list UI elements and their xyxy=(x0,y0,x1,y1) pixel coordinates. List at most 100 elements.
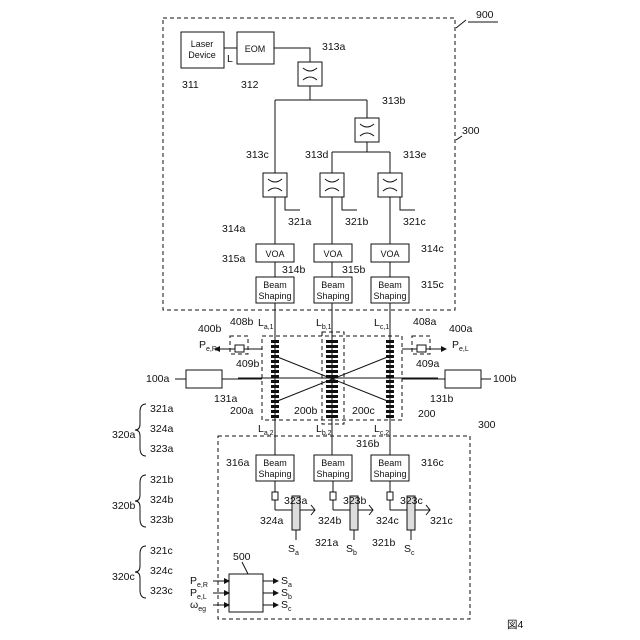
ion-131b-ref: 131b xyxy=(430,393,454,405)
group-item: 324b xyxy=(150,494,174,506)
electrode-segment xyxy=(271,375,279,378)
group-item: 324a xyxy=(150,423,174,435)
fiber-coupler xyxy=(387,492,393,500)
electrode-segment xyxy=(386,345,394,348)
beam-shaping-bottom-a: Beam Shaping xyxy=(256,455,294,481)
svg-text:Shaping: Shaping xyxy=(373,469,406,479)
svg-text:Beam: Beam xyxy=(263,280,287,290)
trap-ref: 200 xyxy=(418,408,436,420)
electrode-segment xyxy=(271,395,279,398)
module-top-ref: 300 xyxy=(462,125,480,137)
det-321a-ref: 321a xyxy=(315,537,339,549)
shaping-315b-ref: 315b xyxy=(342,264,366,276)
splitter-313e-ref: 313e xyxy=(403,149,427,161)
laser-ref: 311 xyxy=(182,79,199,91)
laser-label-1: Laser xyxy=(191,39,214,49)
beam-shaping-top-c: Beam Shaping xyxy=(371,277,409,303)
voa-b-ref: 314b xyxy=(282,264,306,276)
electrode-segment xyxy=(386,405,394,408)
component-groups: 321a324a323a320a321b324b323b320b321c324c… xyxy=(112,403,174,598)
electrode-segment xyxy=(271,385,279,388)
ion-100a-ref: 100a xyxy=(146,373,170,385)
svg-text:Shaping: Shaping xyxy=(316,469,349,479)
electrode-segment xyxy=(386,390,394,393)
electrode-segment xyxy=(271,370,279,373)
group-name: 320b xyxy=(112,500,136,512)
svg-text:Beam: Beam xyxy=(378,458,402,468)
trap-200b-ref: 200b xyxy=(294,405,318,417)
probe-left-detector xyxy=(235,345,244,352)
electrode-segment xyxy=(386,360,394,363)
probe-400a-ref: 400a xyxy=(449,323,473,335)
svg-text:Beam: Beam xyxy=(321,458,345,468)
svg-text:Shaping: Shaping xyxy=(258,291,291,301)
electrode-segment xyxy=(326,410,338,413)
figure-caption: 図4 xyxy=(507,619,523,631)
monitor-321c-ref: 321c xyxy=(403,216,426,228)
beam-shaping-top-a: Beam Shaping xyxy=(256,277,294,303)
beam-Lb1-label: Lb,1 xyxy=(316,317,332,331)
probe-right-detector xyxy=(417,345,426,352)
controller-output-label: Sc xyxy=(281,599,292,613)
module-bottom-ref: 300 xyxy=(478,419,496,431)
laser-label-2: Device xyxy=(188,50,216,60)
electrode-segment xyxy=(271,340,279,343)
group-name: 320a xyxy=(112,429,136,441)
group-item: 321b xyxy=(150,474,174,486)
fiber-coupler xyxy=(272,492,278,500)
electrode-segment xyxy=(326,390,338,393)
splitter-313a xyxy=(298,62,322,86)
group-item: 323b xyxy=(150,514,174,526)
power-left-label: Pe,R xyxy=(199,339,217,353)
splitter-313d xyxy=(320,173,344,197)
probe-408a-ref: 408a xyxy=(413,316,437,328)
probe-409b-ref: 409b xyxy=(236,358,260,370)
electrode-segment xyxy=(386,385,394,388)
electrode-segment xyxy=(271,350,279,353)
voa-a-label: VOA xyxy=(265,249,284,259)
power-right-label: Pe,L xyxy=(452,339,469,353)
monitor-321b-ref: 321b xyxy=(345,216,369,228)
electrode-segment xyxy=(326,385,338,388)
electrode-segment xyxy=(386,395,394,398)
trap-200a-ref: 200a xyxy=(230,405,254,417)
monitor-321a-ref: 321a xyxy=(288,216,312,228)
splitter-313d-ref: 313d xyxy=(305,149,329,161)
electrode-segment xyxy=(326,395,338,398)
electrode-segment xyxy=(386,380,394,383)
electrode-segment xyxy=(326,400,338,403)
electrode-segment xyxy=(271,360,279,363)
signal-Sb-label: Sb xyxy=(346,543,357,557)
group-item: 323c xyxy=(150,585,173,597)
electrode-segment xyxy=(271,410,279,413)
det-324c-ref: 324c xyxy=(376,515,399,527)
detection-chains xyxy=(272,481,430,540)
electrode-segment xyxy=(326,360,338,363)
beam-shaping-top-b: Beam Shaping xyxy=(314,277,352,303)
shaping-315c-ref: 315c xyxy=(421,279,444,291)
det-323b-ref: 323b xyxy=(343,495,367,507)
svg-text:Shaping: Shaping xyxy=(258,469,291,479)
probe-400b-ref: 400b xyxy=(198,323,222,335)
probe-409a-ref: 409a xyxy=(416,358,440,370)
det-323a-ref: 323a xyxy=(284,495,308,507)
electrode-segment xyxy=(326,380,338,383)
shaping-316c-ref: 316c xyxy=(421,457,444,469)
voa-c-ref: 314c xyxy=(421,243,444,255)
electrode-segment xyxy=(386,370,394,373)
eom-ref: 312 xyxy=(241,79,259,91)
electrode-segment xyxy=(326,345,338,348)
svg-text:Beam: Beam xyxy=(321,280,345,290)
svg-text:Shaping: Shaping xyxy=(373,291,406,301)
voa-c-label: VOA xyxy=(380,249,399,259)
electrode-segment xyxy=(271,365,279,368)
svg-text:Shaping: Shaping xyxy=(316,291,349,301)
det-324a-ref: 324a xyxy=(260,515,284,527)
splitter-313b xyxy=(355,118,379,142)
electrode-segment xyxy=(386,410,394,413)
electrode-segment xyxy=(271,405,279,408)
det-323c-ref: 323c xyxy=(400,495,423,507)
beam-Lc1-label: Lc,1 xyxy=(374,317,389,331)
det-321c-ref: 321c xyxy=(430,515,453,527)
